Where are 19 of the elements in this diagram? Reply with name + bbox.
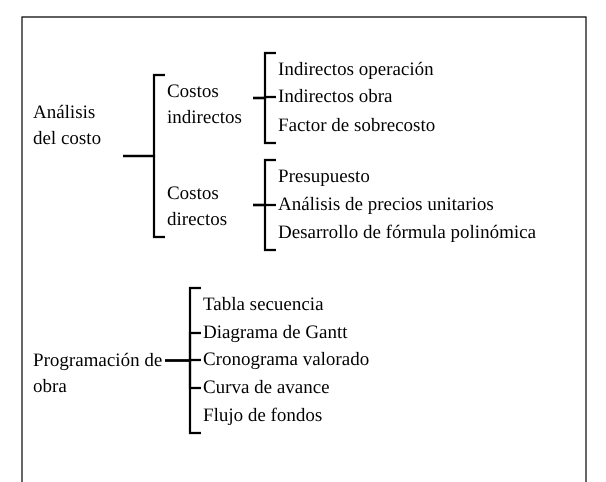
node-label: Análisis del costo	[33, 100, 121, 152]
node-label: Diagrama de Gantt	[203, 320, 348, 346]
bracket-connector	[165, 359, 201, 434]
node-label: Análisis de precios unitarios	[278, 192, 494, 218]
node-label: Cronograma valorado	[203, 347, 370, 373]
node-label: Curva de avance	[203, 375, 330, 401]
node-label: Desarrollo de fórmula polinómica	[278, 220, 536, 246]
bracket-connector	[123, 154, 165, 238]
node-label: Presupuesto	[278, 164, 370, 190]
node-label: Flujo de fondos	[203, 403, 322, 429]
bracket-connector	[253, 96, 276, 144]
node-label: Indirectos obra	[278, 84, 392, 110]
node-label: Costos directos	[167, 181, 251, 233]
node-label: Programación de obra	[33, 348, 163, 400]
node-label: Costos indirectos	[167, 79, 251, 131]
node-label: Indirectos operación	[278, 57, 434, 83]
node-label: Tabla secuencia	[203, 292, 324, 318]
bracket-connector	[253, 204, 276, 252]
node-label: Factor de sobrecosto	[278, 113, 436, 139]
